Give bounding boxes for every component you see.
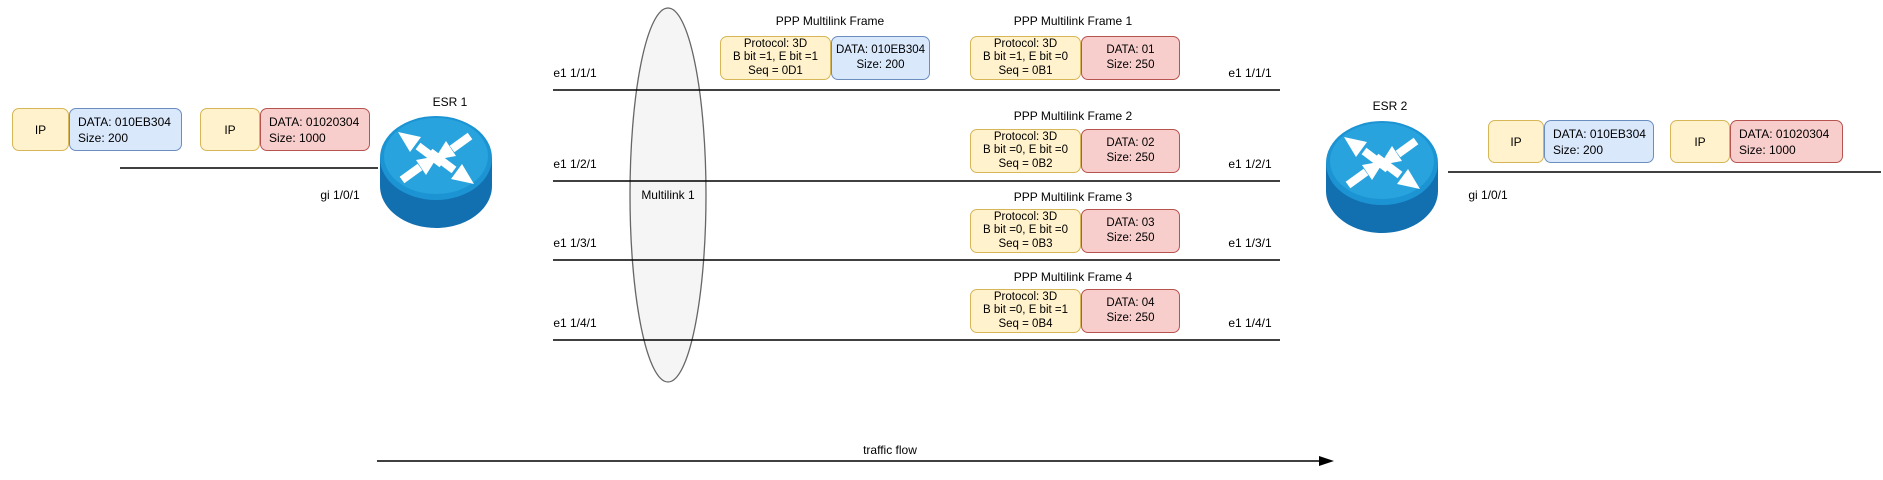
interface-label-gi-right: gi 1/0/1 [1468,188,1508,202]
frame-seq: Seq = 0B2 [998,157,1053,170]
frame-size: Size: 250 [1106,312,1155,324]
frame-data-box: DATA: 01 Size: 250 [1081,36,1180,80]
e1-label-left-4: e1 1/4/1 [553,316,597,330]
packet-data: DATA: 010EB304 [1553,126,1646,141]
frame-title: PPP Multilink Frame [775,14,885,28]
packet-size: Size: 200 [78,130,129,145]
multilink-ellipse [629,7,707,383]
e1-label-left-3: e1 1/3/1 [553,236,597,250]
frame-title: PPP Multilink Frame 2 [1013,109,1133,123]
traffic-flow-label: traffic flow [863,443,917,457]
packet-data-box: DATA: 01020304 Size: 1000 [260,108,370,151]
frame-data-box: DATA: 04 Size: 250 [1081,289,1180,333]
frame-data-box: DATA: 010EB304 Size: 200 [831,36,930,80]
frame-protocol: Protocol: 3D [993,210,1058,223]
frame-protocol: Protocol: 3D [993,290,1058,303]
interface-label-gi-left: gi 1/0/1 [320,188,360,202]
packet-data: DATA: 01020304 [1739,126,1830,141]
frame-size: Size: 250 [1106,59,1155,71]
frame-size: Size: 250 [1106,232,1155,244]
frame-protocol: Protocol: 3D [993,37,1058,50]
frame-seq: Seq = 0B4 [998,317,1053,330]
router-icon [1326,121,1438,233]
frame-data: DATA: 03 [1106,217,1155,229]
packet-data-box: DATA: 010EB304 Size: 200 [69,108,182,151]
frame-seq: Seq = 0B3 [998,237,1053,250]
packet-size: Size: 1000 [1739,142,1796,157]
frame-title: PPP Multilink Frame 1 [1013,14,1133,28]
frame-protocol: Protocol: 3D [743,37,808,50]
e1-label-right-1: e1 1/1/1 [1228,66,1272,80]
e1-label-right-3: e1 1/3/1 [1228,236,1272,250]
frame-size: Size: 200 [856,59,905,71]
frame-data-box: DATA: 03 Size: 250 [1081,209,1180,253]
frame-header-box: Protocol: 3D B bit =0, E bit =0 Seq = 0B… [970,129,1081,173]
router-name: ESR 2 [1372,99,1408,113]
frame-protocol: Protocol: 3D [993,130,1058,143]
ip-label: IP [1694,134,1706,149]
router-icon [380,116,492,228]
frame-title: PPP Multilink Frame 3 [1013,190,1133,204]
frame-seq: Seq = 0D1 [748,64,803,77]
frame-bits: B bit =0, E bit =0 [982,224,1069,237]
frame-data: DATA: 02 [1106,137,1155,149]
frame-size: Size: 250 [1106,152,1155,164]
packet-ip-box: IP [1670,120,1730,163]
e1-label-left-1: e1 1/1/1 [553,66,597,80]
packet-data-box: DATA: 010EB304 Size: 200 [1544,120,1654,163]
packet-data-box: DATA: 01020304 Size: 1000 [1730,120,1843,163]
traffic-flow-arrowhead [1319,456,1334,466]
frame-bits: B bit =1, E bit =1 [732,51,819,64]
frame-title: PPP Multilink Frame 4 [1013,270,1133,284]
frame-header-box: Protocol: 3D B bit =1, E bit =0 Seq = 0B… [970,36,1081,80]
frame-header-box: Protocol: 3D B bit =1, E bit =1 Seq = 0D… [720,36,831,80]
multilink-label: Multilink 1 [641,188,695,202]
frame-data-box: DATA: 02 Size: 250 [1081,129,1180,173]
ip-label: IP [1510,134,1522,149]
frame-bits: B bit =0, E bit =0 [982,144,1069,157]
frame-data: DATA: 04 [1106,297,1155,309]
frame-header-box: Protocol: 3D B bit =0, E bit =0 Seq = 0B… [970,209,1081,253]
packet-size: Size: 1000 [269,130,326,145]
frame-header-box: Protocol: 3D B bit =0, E bit =1 Seq = 0B… [970,289,1081,333]
packet-data: DATA: 01020304 [269,114,360,129]
frame-bits: B bit =0, E bit =1 [982,304,1069,317]
router-name: ESR 1 [432,95,468,109]
packet-ip-box: IP [1488,120,1544,163]
packet-size: Size: 200 [1553,142,1604,157]
frame-data: DATA: 01 [1106,44,1155,56]
packet-ip-box: IP [12,108,69,151]
packet-data: DATA: 010EB304 [78,114,171,129]
frame-bits: B bit =1, E bit =0 [982,51,1069,64]
ip-label: IP [34,122,47,137]
frame-seq: Seq = 0B1 [998,64,1053,77]
packet-ip-box: IP [200,108,260,151]
e1-label-right-4: e1 1/4/1 [1228,316,1272,330]
ip-label: IP [224,122,236,137]
frame-data: DATA: 010EB304 [835,44,926,56]
e1-label-right-2: e1 1/2/1 [1228,157,1272,171]
e1-label-left-2: e1 1/2/1 [553,157,597,171]
